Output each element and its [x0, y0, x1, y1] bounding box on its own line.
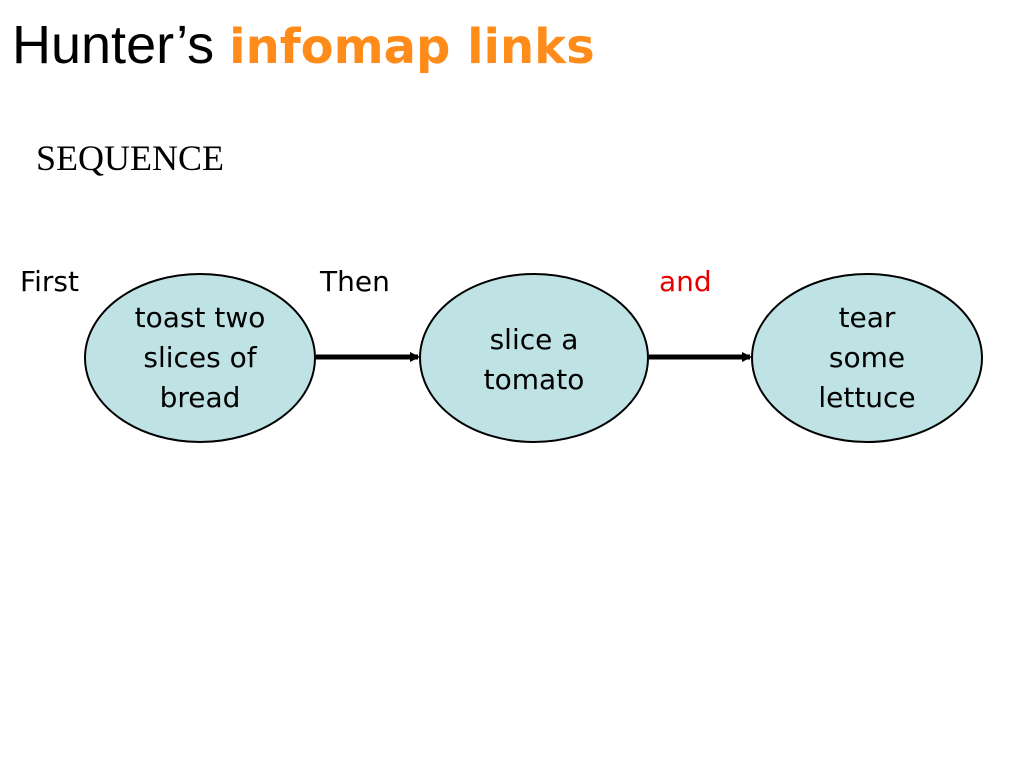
node-label-toast-bread: toast two slices of bread: [105, 298, 295, 418]
link-word-first: First: [20, 265, 79, 298]
link-word-then: Then: [320, 265, 390, 298]
page-title: Hunter’s infomap links: [12, 12, 595, 80]
node-toast-bread: [84, 273, 316, 443]
title-accent-text: infomap links: [229, 19, 595, 75]
node-label-slice-tomato: slice a tomato: [459, 310, 609, 410]
node-slice-tomato: [419, 273, 649, 443]
node-label-text: toast two slices of bread: [134, 301, 266, 414]
node-label-text: tear some lettuce: [818, 301, 916, 414]
title-plain-text: Hunter’s: [12, 15, 230, 75]
link-word-and: and: [659, 265, 712, 298]
node-tear-lettuce: [751, 273, 983, 443]
node-label-text: slice a tomato: [483, 323, 585, 396]
section-heading: SEQUENCE: [36, 138, 224, 178]
node-label-tear-lettuce: tear some lettuce: [797, 298, 937, 418]
